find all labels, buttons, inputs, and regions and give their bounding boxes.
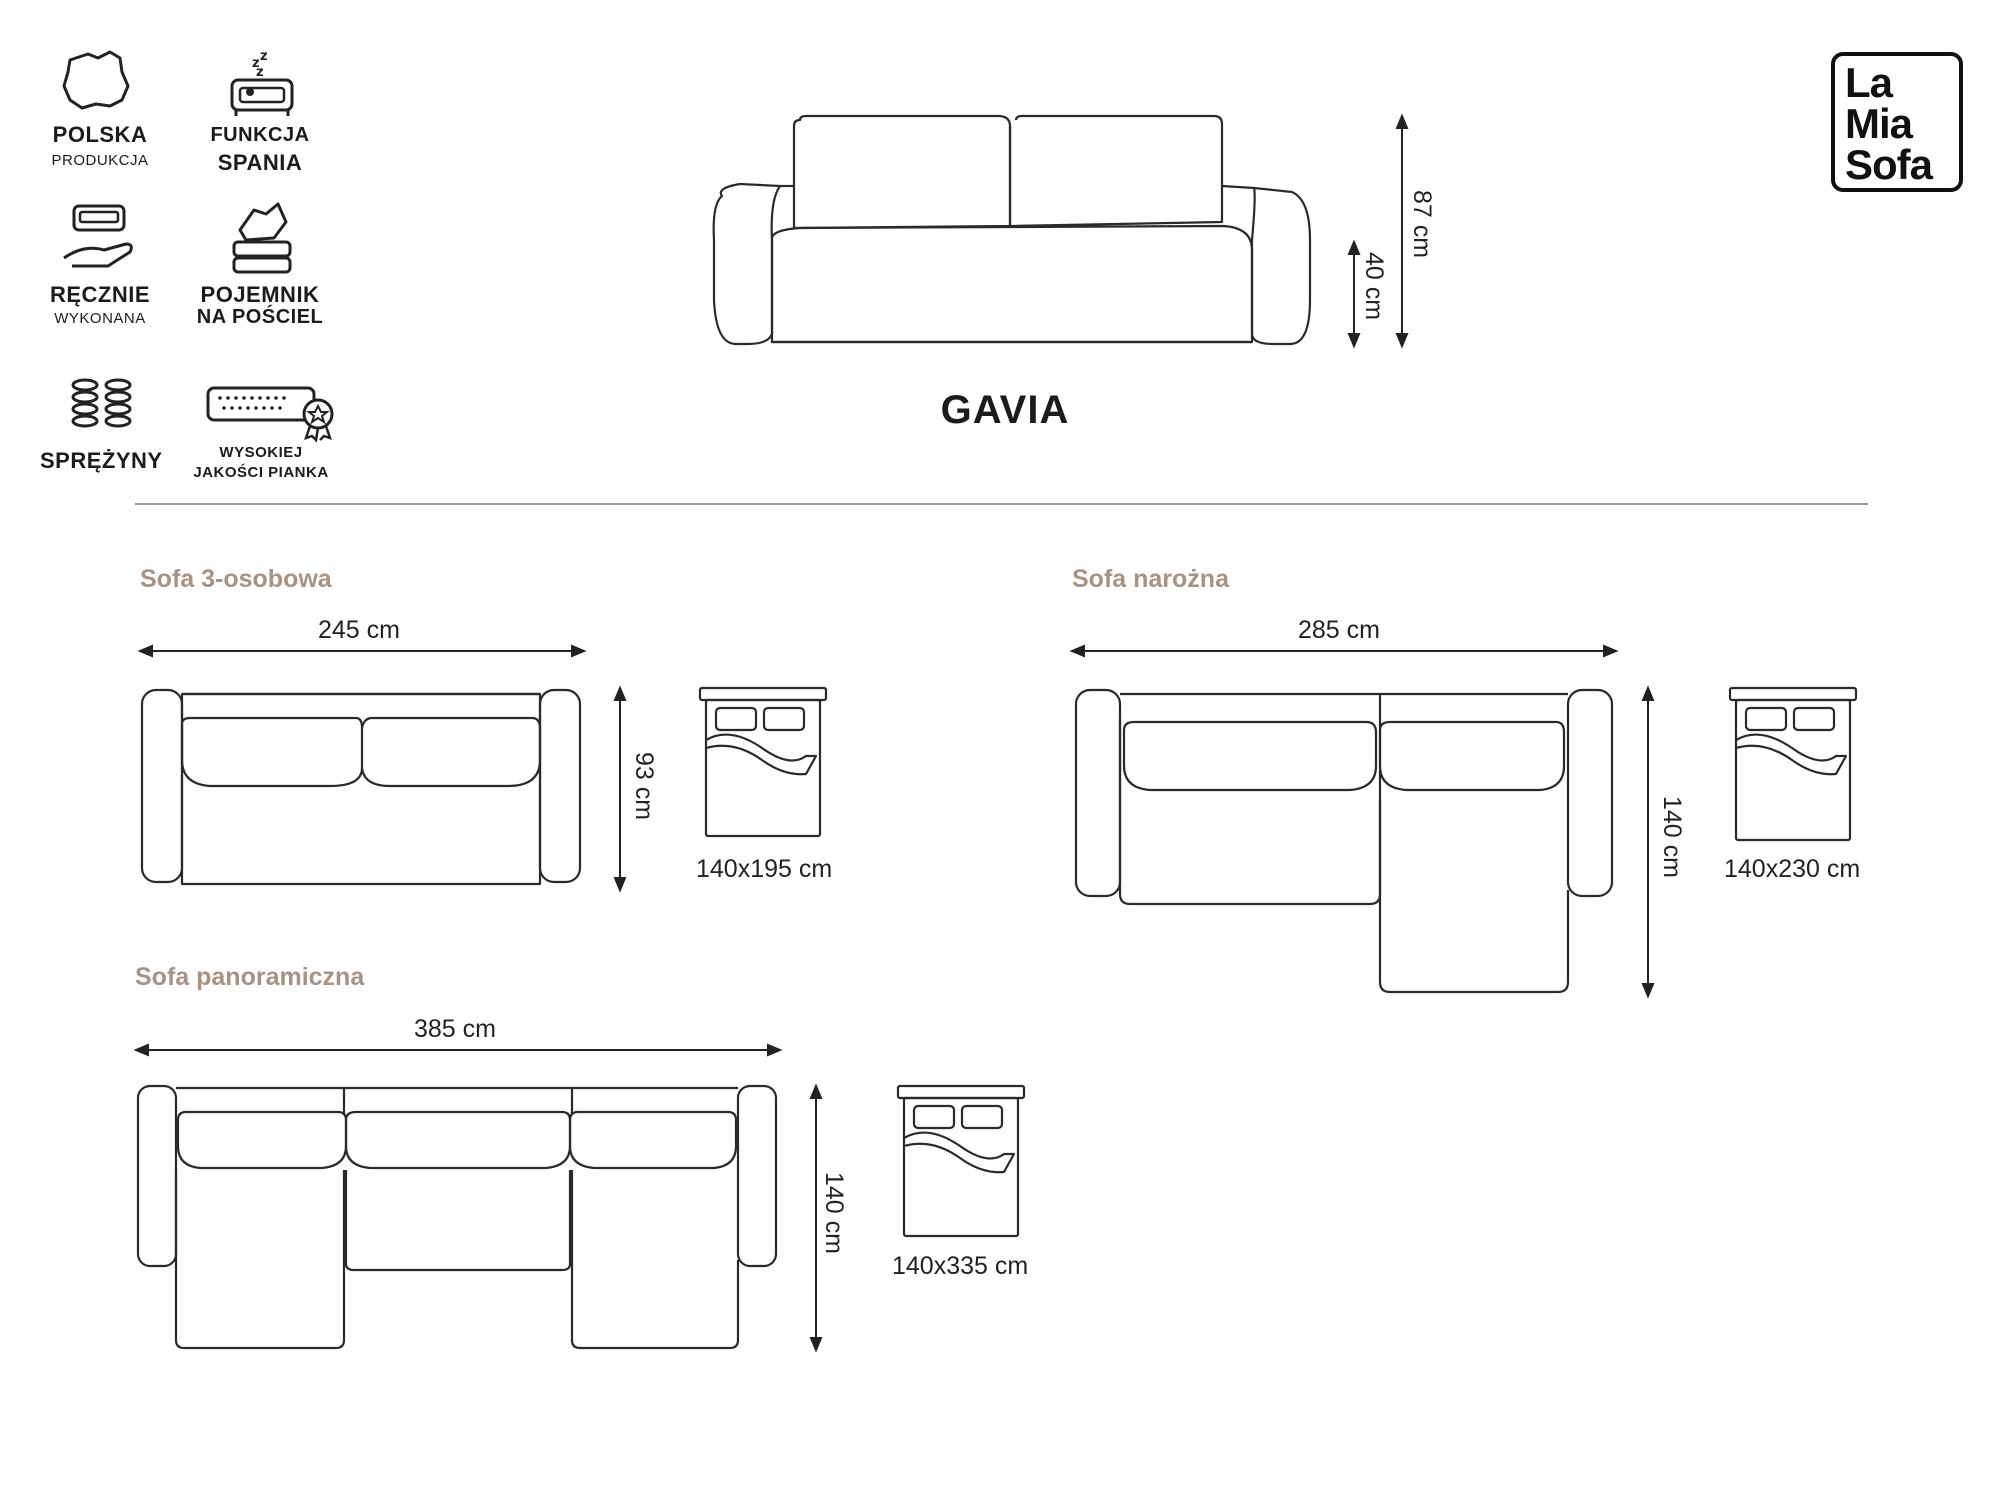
section-divider xyxy=(135,503,1868,505)
section-corner-title: Sofa narożna xyxy=(1072,565,1229,593)
panoramic-width: 385 cm xyxy=(414,1015,496,1043)
feature-sprezyny-title: SPRĘŻYNY xyxy=(40,448,163,473)
corner-width: 285 cm xyxy=(1298,616,1380,644)
svg-text:z: z xyxy=(260,49,268,64)
feature-funkcja-title: FUNKCJA xyxy=(210,124,310,146)
three-seat-depth: 93 cm xyxy=(630,752,658,821)
front-height-seat: 40 cm xyxy=(1360,252,1388,321)
feature-recznie-title: RĘCZNIE xyxy=(49,282,151,307)
feature-recznie-subtitle: WYKONANA xyxy=(54,310,146,327)
logo-line-3: Sofa xyxy=(1845,141,1933,188)
product-name: GAVIA xyxy=(940,388,1070,432)
feature-pojemnik-subtitle: NA POŚCIEL xyxy=(196,306,324,328)
svg-text:z: z xyxy=(256,65,264,80)
feature-polska-subtitle: PRODUKCJA xyxy=(51,152,149,169)
panoramic-bed-size: 140x335 cm xyxy=(892,1252,1029,1280)
feature-pianka-subtitle: JAKOŚCI PIANKA xyxy=(193,464,329,481)
section-three-seat-title: Sofa 3-osobowa xyxy=(140,565,332,593)
panoramic-depth: 140 cm xyxy=(820,1172,848,1254)
svg-text:z: z xyxy=(252,56,260,71)
feature-pojemnik-title: POJEMNIK xyxy=(200,282,320,307)
three-seat-bed-size: 140x195 cm xyxy=(696,855,833,883)
section-panoramic-title: Sofa panoramiczna xyxy=(135,963,365,991)
corner-bed-size: 140x230 cm xyxy=(1724,855,1861,883)
feature-funkcja-subtitle: SPANIA xyxy=(217,150,303,175)
corner-depth: 140 cm xyxy=(1658,796,1686,878)
front-height-total: 87 cm xyxy=(1408,190,1436,259)
brand-logo: La Mia Sofa xyxy=(1831,52,1963,192)
logo-line-2: Mia xyxy=(1845,100,1913,147)
logo-line-1: La xyxy=(1845,59,1893,106)
three-seat-width: 245 cm xyxy=(318,616,400,644)
feature-polska-title: POLSKA xyxy=(52,122,148,147)
feature-pianka-title: WYSOKIEJ xyxy=(219,444,303,461)
